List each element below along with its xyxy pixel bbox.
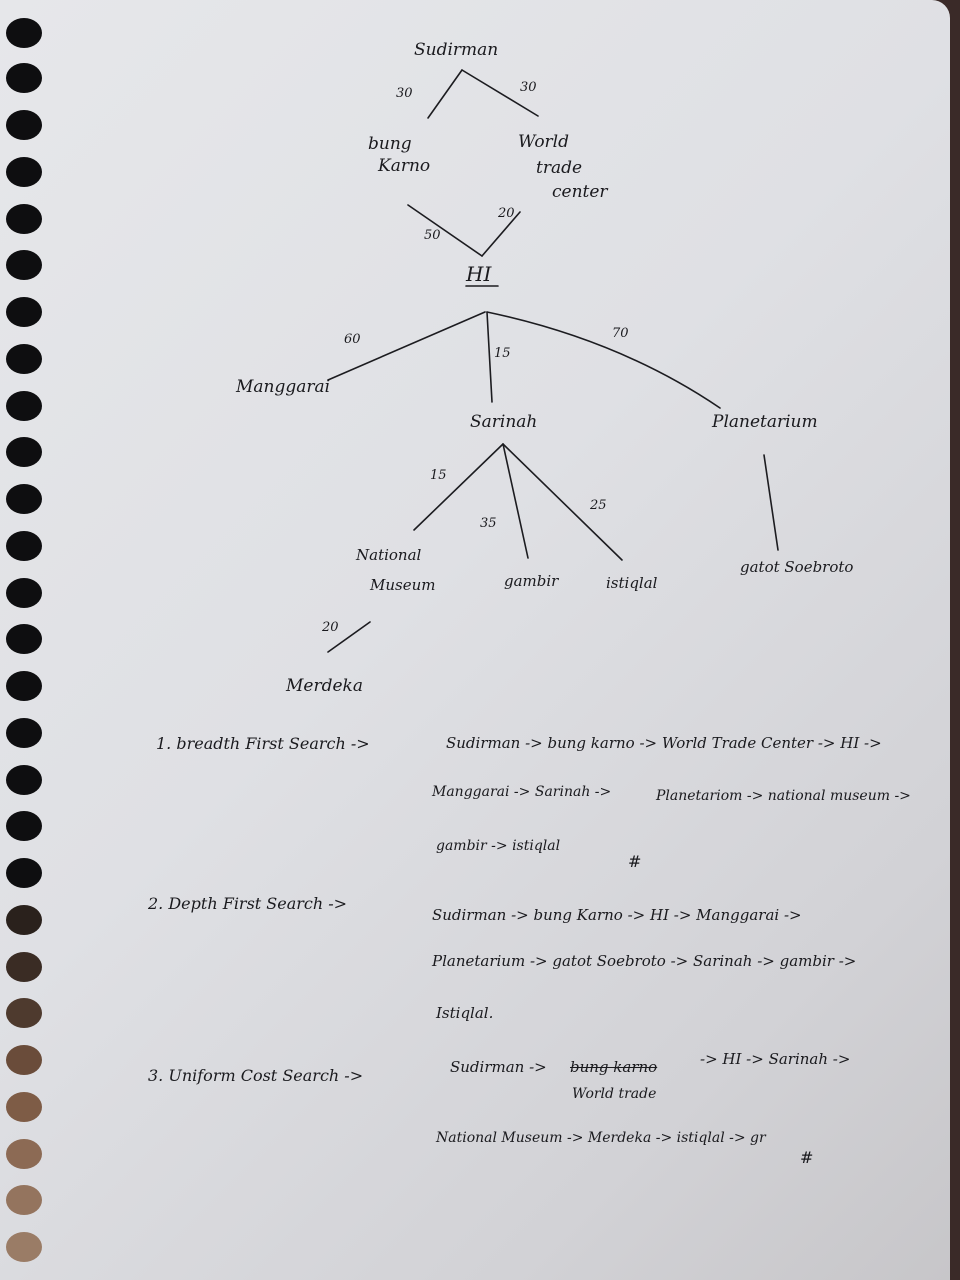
dfs-label: 2. Depth First Search -> — [148, 894, 348, 913]
binder-hole — [6, 63, 42, 93]
dfs-line2: Planetarium -> gatot Soebroto -> Sarinah… — [432, 952, 857, 970]
ucs-struck-text: bung karno — [570, 1058, 658, 1076]
ucs-label: 3. Uniform Cost Search -> — [148, 1066, 364, 1085]
node-gatot-soebroto: gatot Soebroto — [740, 558, 854, 576]
bfs-end-mark: # — [628, 852, 642, 871]
binder-hole — [6, 484, 42, 514]
weight-museum-merdeka: 20 — [322, 620, 339, 635]
node-wtc-line3: center — [552, 182, 608, 202]
binder-hole — [6, 391, 42, 421]
bfs-line3: gambir -> istiqlal — [436, 838, 561, 854]
bfs-line2a: Manggarai -> Sarinah -> — [432, 784, 612, 800]
weight-hi-planetarium: 70 — [612, 326, 629, 341]
binder-hole — [6, 1045, 42, 1075]
weight-hi-sarinah: 15 — [494, 346, 511, 361]
binder-hole — [6, 952, 42, 982]
binder-hole — [6, 1232, 42, 1262]
bfs-label: 1. breadth First Search -> — [156, 734, 370, 753]
binder-hole — [6, 765, 42, 795]
node-manggarai: Manggarai — [236, 377, 331, 397]
weight-sarinah-gambir: 35 — [480, 516, 497, 531]
node-merdeka: Merdeka — [286, 676, 363, 696]
weight-sarinah-museum: 15 — [430, 468, 447, 483]
weight-sarinah-istiqlal: 25 — [590, 498, 607, 513]
binder-hole — [6, 1185, 42, 1215]
binder-hole — [6, 204, 42, 234]
node-istiqlal: istiqlal — [606, 574, 658, 592]
node-planetarium: Planetarium — [712, 412, 818, 432]
dfs-line3: Istiqlal. — [436, 1004, 494, 1022]
node-national-museum-line1: National — [356, 546, 422, 564]
weight-bungkarno-hi: 50 — [424, 228, 441, 243]
weight-sudirman-bungkarno: 30 — [396, 86, 413, 101]
weight-hi-manggarai: 60 — [344, 332, 361, 347]
binder-hole — [6, 718, 42, 748]
ucs-line2: National Museum -> Merdeka -> istiqlal -… — [436, 1130, 766, 1146]
node-hi: HI — [466, 262, 492, 286]
binder-hole — [6, 998, 42, 1028]
weight-wtc-hi: 20 — [498, 206, 515, 221]
binder-hole — [6, 578, 42, 608]
binder-hole — [6, 671, 42, 701]
bfs-line2b: Planetariom -> national museum -> — [656, 788, 911, 804]
binder-hole — [6, 437, 42, 467]
node-bung-karno-line2: Karno — [378, 156, 431, 176]
binder-hole — [6, 157, 42, 187]
binder-hole — [6, 531, 42, 561]
node-sarinah: Sarinah — [470, 412, 538, 432]
dfs-line1: Sudirman -> bung Karno -> HI -> Manggara… — [432, 906, 802, 924]
binder-hole — [6, 905, 42, 935]
binder-hole — [6, 250, 42, 280]
node-wtc-line2: trade — [536, 158, 583, 178]
ucs-line1-start: Sudirman -> — [450, 1058, 547, 1076]
ucs-end-mark: # — [800, 1148, 814, 1167]
node-gambir: gambir — [504, 572, 559, 590]
binder-hole — [6, 344, 42, 374]
binder-hole — [6, 110, 42, 140]
ucs-inserted-text: World trade — [572, 1086, 657, 1102]
binder-hole — [6, 811, 42, 841]
binder-hole — [6, 624, 42, 654]
binder-hole — [6, 18, 42, 48]
binder-hole — [6, 297, 42, 327]
node-wtc-line1: World — [518, 132, 569, 152]
binder-holes — [0, 0, 60, 1280]
binder-hole — [6, 1139, 42, 1169]
node-bung-karno-line1: bung — [368, 134, 412, 154]
bfs-line1: Sudirman -> bung karno -> World Trade Ce… — [446, 734, 882, 752]
node-national-museum-line2: Museum — [370, 576, 436, 594]
binder-hole — [6, 1092, 42, 1122]
weight-sudirman-wtc: 30 — [520, 80, 537, 95]
binder-hole — [6, 858, 42, 888]
node-sudirman: Sudirman — [414, 40, 499, 60]
ucs-line1-rest: -> HI -> Sarinah -> — [700, 1050, 851, 1068]
